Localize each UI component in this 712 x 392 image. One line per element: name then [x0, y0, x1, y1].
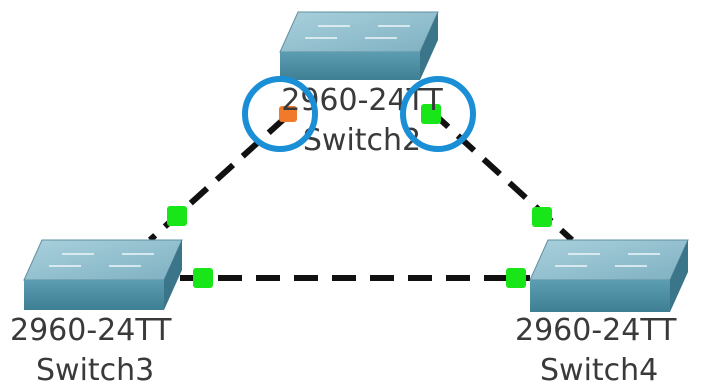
port-indicator-switch3-to-switch4	[193, 268, 213, 288]
port-indicator-switch3-to-switch2	[167, 206, 187, 226]
switch4-model-label: 2960-24TT	[515, 313, 677, 348]
port-indicator-switch4-to-switch3	[506, 268, 526, 288]
switch4-icon[interactable]	[529, 239, 689, 312]
port-indicator-switch4-to-switch2	[532, 207, 552, 227]
switch3-model-label: 2960-24TT	[10, 313, 172, 348]
switch2-model-label: 2960-24TT	[281, 83, 443, 118]
switch3-name-label: Switch3	[36, 353, 155, 388]
switch2-icon[interactable]	[279, 11, 439, 80]
switch3-icon[interactable]	[23, 239, 183, 310]
switch2-name-label: Switch2	[302, 123, 422, 158]
switch4-name-label: Switch4	[540, 353, 659, 388]
